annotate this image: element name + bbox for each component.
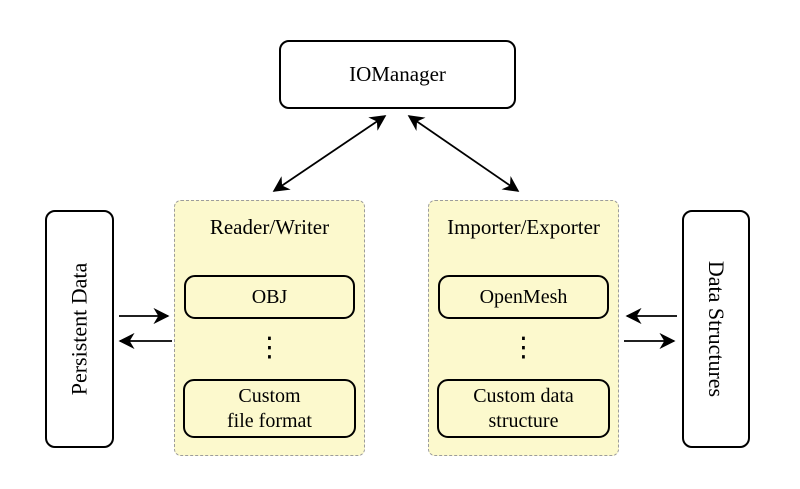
custom-data-structure-node: Custom data structure bbox=[437, 379, 610, 438]
custom-file-format-label: Custom file format bbox=[227, 384, 312, 432]
reader-writer-title: Reader/Writer bbox=[209, 215, 330, 239]
obj-node: OBJ bbox=[184, 275, 355, 319]
persistent-data-box: Persistent Data bbox=[45, 210, 114, 448]
importer-exporter-ellipsis: ⋮ bbox=[510, 331, 537, 363]
obj-label: OBJ bbox=[251, 285, 288, 308]
data-structures-label: Data Structures bbox=[704, 260, 730, 398]
importer-exporter-title: Importer/Exporter bbox=[447, 215, 600, 239]
importer-exporter-panel: Importer/Exporter OpenMesh ⋮ Custom data… bbox=[428, 200, 619, 456]
persistent-data-label: Persistent Data bbox=[66, 262, 92, 396]
arrow-iomanager-importerexporter bbox=[407, 115, 520, 192]
arrow-iomanager-readerwriter bbox=[272, 115, 387, 192]
reader-writer-panel: Reader/Writer OBJ ⋮ Custom file format bbox=[174, 200, 365, 456]
iomanager-box: IOManager bbox=[279, 40, 516, 109]
reader-writer-ellipsis: ⋮ bbox=[256, 331, 283, 363]
openmesh-label: OpenMesh bbox=[479, 285, 568, 308]
iomanager-label: IOManager bbox=[349, 62, 446, 86]
data-structures-box: Data Structures bbox=[682, 210, 750, 448]
openmesh-node: OpenMesh bbox=[438, 275, 609, 319]
custom-file-format-node: Custom file format bbox=[183, 379, 356, 438]
custom-data-structure-label: Custom data structure bbox=[473, 384, 574, 432]
